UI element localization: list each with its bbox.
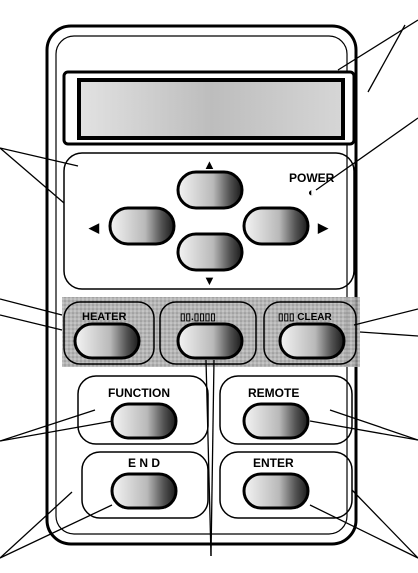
leader-end-1 xyxy=(0,491,73,559)
clear-key[interactable] xyxy=(278,322,346,360)
leader-enter-1 xyxy=(309,504,418,559)
lcd-display xyxy=(77,78,345,140)
up-arrow-icon: ▲ xyxy=(203,157,216,172)
right-arrow-icon: ▶ xyxy=(317,220,329,235)
power-led-icon: ◐ xyxy=(308,187,315,199)
remote-cell xyxy=(219,375,353,445)
leader-clear-1 xyxy=(353,308,418,326)
leader-remote-1 xyxy=(309,420,418,441)
remote-label: REMOTE xyxy=(248,386,299,400)
remote-key[interactable] xyxy=(242,402,310,440)
middle-cell xyxy=(159,301,257,365)
clear-cell xyxy=(263,301,357,365)
left-key[interactable] xyxy=(108,206,176,246)
leader-lines xyxy=(0,19,418,559)
leader-enter-2 xyxy=(351,489,418,559)
leader-power xyxy=(315,117,418,191)
middle-key[interactable] xyxy=(176,322,244,360)
clear-label: ▯▯▯ CLEAR xyxy=(278,312,333,323)
leader-clear-2 xyxy=(359,331,418,337)
leader-arrows-1 xyxy=(0,147,79,167)
leader-heater-1 xyxy=(0,298,63,316)
leader-end-2 xyxy=(0,504,113,559)
leader-display-1 xyxy=(337,19,418,71)
leader-display-2 xyxy=(367,24,406,93)
up-key[interactable] xyxy=(176,170,244,210)
right-key[interactable] xyxy=(242,206,310,246)
cursor-key-panel xyxy=(63,152,355,290)
leader-heater-2 xyxy=(0,314,63,331)
end-key[interactable] xyxy=(110,472,178,510)
down-arrow-icon: ▼ xyxy=(203,273,216,288)
function-label: FUNCTION xyxy=(108,386,170,400)
leader-function-2 xyxy=(0,420,114,442)
leader-middle-1 xyxy=(205,359,212,557)
heater-cell xyxy=(63,301,155,365)
down-key[interactable] xyxy=(176,232,244,272)
enter-cell xyxy=(219,451,353,519)
heater-key[interactable] xyxy=(73,322,141,360)
left-arrow-icon: ◀ xyxy=(88,220,100,235)
power-label: POWER xyxy=(289,171,335,185)
end-cell xyxy=(81,451,209,519)
function-cell xyxy=(77,375,209,445)
leader-function-1 xyxy=(0,409,96,442)
heater-label: HEATER xyxy=(82,311,126,323)
enter-label: ENTER xyxy=(253,456,294,470)
middle-label: ▯▯.▯▯▯▯ xyxy=(180,312,216,323)
end-label: E N D xyxy=(128,456,160,470)
leader-remote-2 xyxy=(329,409,418,441)
leader-arrows-2 xyxy=(0,147,65,204)
enter-key[interactable] xyxy=(242,472,310,510)
leader-middle-2 xyxy=(210,359,215,557)
function-key[interactable] xyxy=(110,402,178,440)
